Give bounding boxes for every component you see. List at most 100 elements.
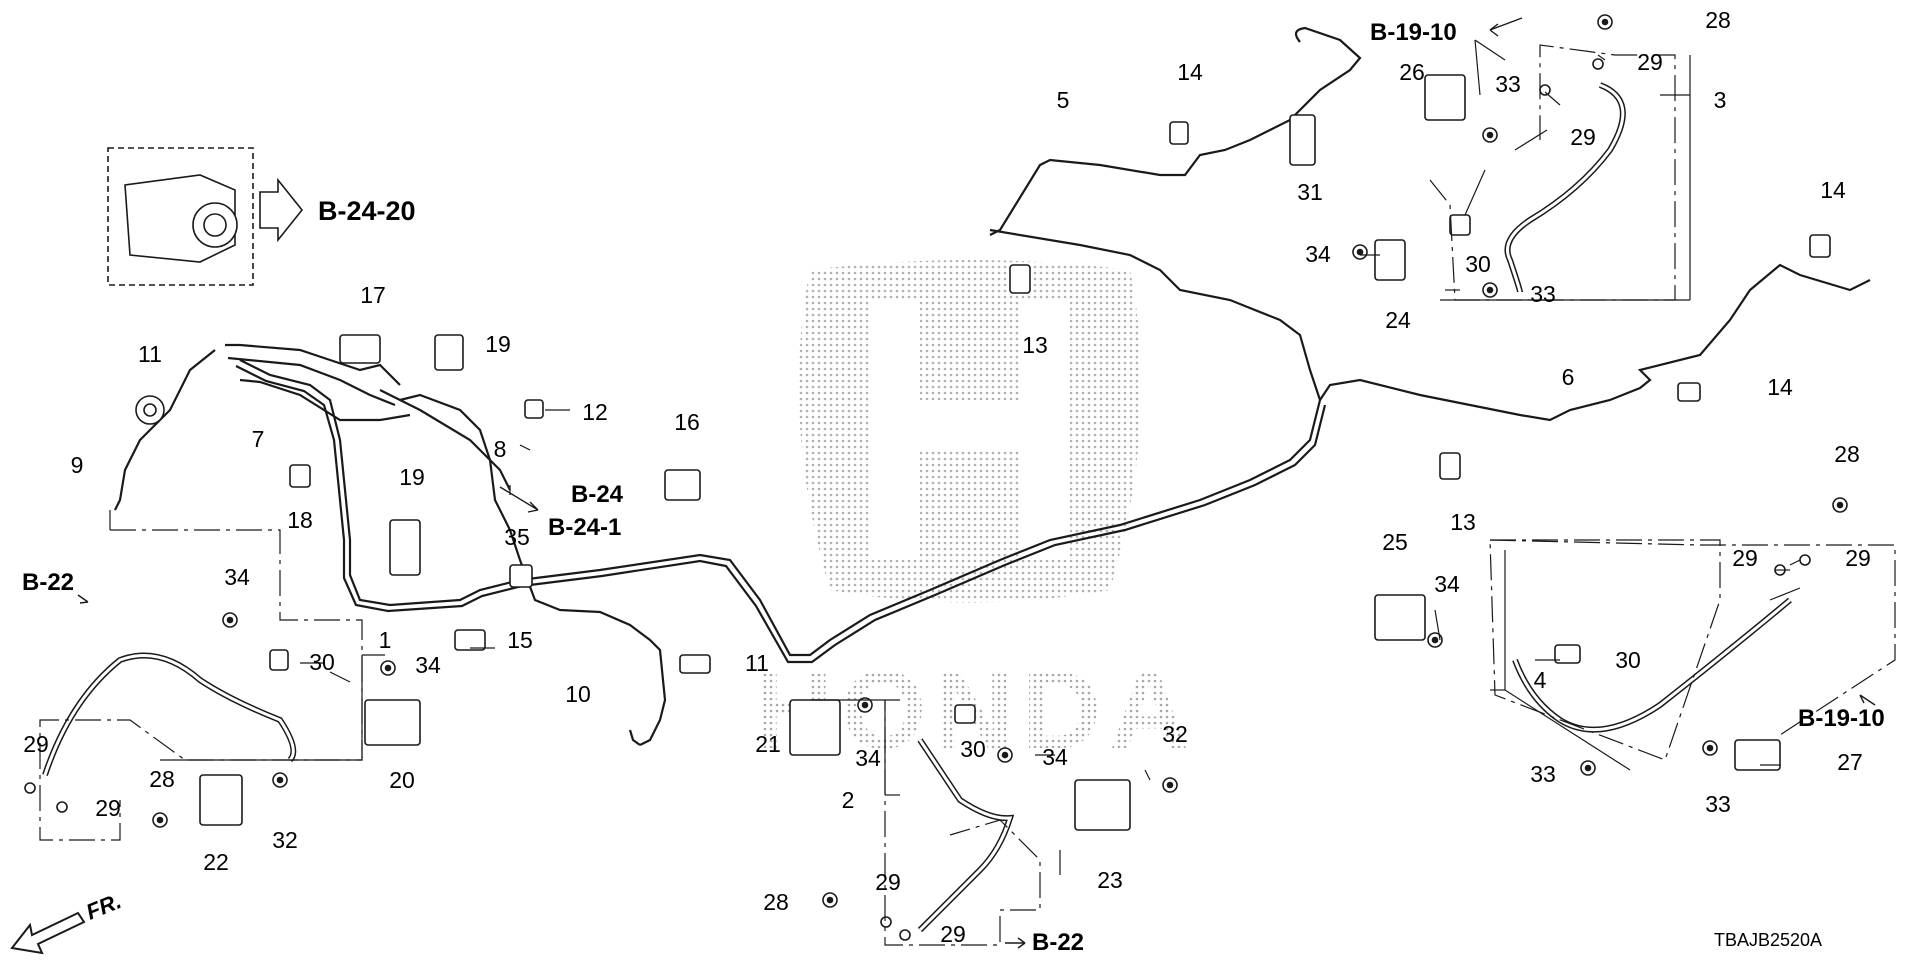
part-number-label: 33 — [1495, 71, 1521, 97]
reference-label: B-24-20 — [318, 196, 416, 226]
group-left-hose — [39, 529, 363, 841]
leader-line-25 — [329, 671, 351, 683]
bolt-34d-center — [384, 664, 392, 672]
bolt-28d-center — [826, 896, 834, 904]
diagram-code: TBAJB2520A — [1714, 930, 1822, 950]
bracket-23 — [1074, 779, 1131, 831]
part-number-label: 34 — [415, 652, 441, 678]
clip-30b — [1554, 644, 1581, 664]
washer-29-4 — [24, 782, 36, 794]
part-number-label: 14 — [1767, 374, 1793, 400]
washer-29-2 — [1799, 554, 1811, 566]
part-number-label: 11 — [745, 650, 769, 676]
part-number-label: 34 — [855, 745, 881, 771]
part-number-label: 33 — [1705, 791, 1731, 817]
part-number-label: 12 — [582, 399, 608, 425]
brake-pipe-ecu-2 — [227, 356, 396, 407]
reference-label: B-24 — [571, 481, 624, 508]
bracket-25 — [1374, 594, 1426, 641]
part-number-label: 29 — [940, 921, 966, 947]
bolt-34b-center — [1431, 636, 1439, 644]
leader-line-2 — [1464, 169, 1486, 216]
brake-pipe-main-b — [235, 365, 1327, 664]
part-number-label: 14 — [1177, 59, 1203, 85]
bolt-34a-center — [1356, 248, 1364, 256]
washer-29-1 — [1539, 84, 1551, 96]
part-number-label: 1 — [379, 627, 392, 653]
clip-16 — [664, 469, 701, 501]
brake-pipe-main-a — [239, 359, 1322, 657]
part-number-label: 22 — [203, 849, 229, 875]
part-number-label: 17 — [360, 282, 386, 308]
bolt-33c-center — [1584, 764, 1592, 772]
washer-29-0 — [1592, 58, 1604, 70]
brake-pipe-ecu-3 — [239, 378, 411, 422]
clip-14b — [1809, 234, 1831, 258]
front-label: FR. — [83, 888, 125, 924]
part-number-label: 34 — [1305, 241, 1331, 267]
leader-lines — [160, 39, 1801, 875]
ref-arrow-icon — [259, 177, 304, 243]
clip-30c — [269, 649, 289, 671]
clip-19b — [389, 519, 421, 576]
clip-14c — [1677, 382, 1701, 402]
clip-12 — [524, 399, 544, 419]
group-brackets — [39, 44, 1896, 946]
part-number-label: 29 — [95, 795, 121, 821]
part-number-label: 27 — [1837, 749, 1863, 775]
bolt-32a-center — [276, 776, 284, 784]
part-number-label: 31 — [1297, 179, 1323, 205]
brake-pipe-9 — [114, 349, 216, 511]
honda-watermark: HONDA — [753, 260, 1189, 772]
part-number-label: 25 — [1382, 529, 1408, 555]
part-number-label: 19 — [399, 464, 425, 490]
hose-3-right-outer — [1504, 82, 1626, 293]
clip-30a — [1449, 214, 1471, 236]
part-number-label: 28 — [763, 889, 789, 915]
leader-line-18 — [1769, 587, 1801, 601]
leader-line-34 — [519, 444, 531, 451]
bracket-24 — [1374, 239, 1406, 281]
part-number-label: 24 — [1385, 307, 1411, 333]
bolt-28c-center — [156, 816, 164, 824]
bracket-27 — [1734, 739, 1781, 771]
bolt-34c-center — [226, 616, 234, 624]
part-number-label: 29 — [1845, 545, 1871, 571]
part-number-label: 28 — [149, 766, 175, 792]
bracket-22 — [199, 774, 243, 826]
part-number-label: 35 — [504, 524, 530, 550]
bolt-33d-center — [1706, 744, 1714, 752]
reference-label: B-19-10 — [1370, 19, 1457, 46]
part-number-label: 30 — [1465, 251, 1491, 277]
part-number-label: 18 — [287, 507, 313, 533]
abs-box-outline — [107, 147, 254, 286]
ref-b24-arrow-icon — [499, 486, 539, 513]
part-number-label: 2 — [842, 787, 855, 813]
hose-1-left-outer — [42, 652, 297, 776]
bolt-28b-center — [1836, 501, 1844, 509]
reference-label: B-19-10 — [1798, 705, 1885, 732]
part-number-label: 20 — [389, 767, 415, 793]
part-number-label: 5 — [1057, 87, 1070, 113]
brake-pipe-8 — [379, 389, 511, 491]
leader-line-0 — [1474, 39, 1481, 96]
part-number-label: 28 — [1705, 7, 1731, 33]
part-number-label: 10 — [565, 681, 591, 707]
part-number-label: 8 — [494, 436, 507, 462]
leader-line-9 — [1514, 129, 1548, 151]
part-number-label: 29 — [1570, 124, 1596, 150]
ref-b22a-arrow-icon — [77, 594, 89, 604]
leader-line-1 — [1474, 39, 1506, 61]
clip-30d — [954, 704, 976, 724]
hose-4-right-inner — [1513, 598, 1791, 732]
part-number-label: 30 — [309, 649, 335, 675]
leader-line-8 — [1544, 91, 1561, 106]
bracket-20 — [364, 699, 421, 746]
bolt-33b-center — [1486, 286, 1494, 294]
brake-pipe-center — [399, 393, 667, 746]
part-number-label: 30 — [960, 736, 986, 762]
part-number-label: 14 — [1820, 177, 1846, 203]
grommet-11-hole — [143, 403, 157, 417]
